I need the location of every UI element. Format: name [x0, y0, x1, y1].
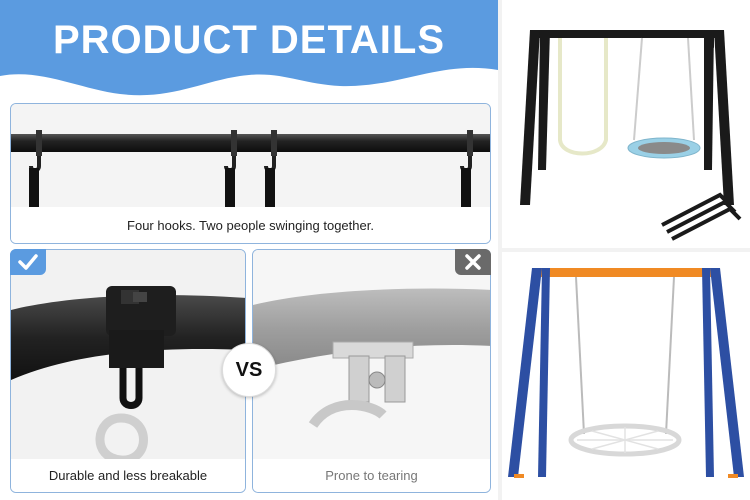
tearing-bracket-image: [253, 250, 490, 461]
close-icon: [465, 254, 481, 270]
tearing-panel: Prone to tearing: [252, 249, 491, 493]
check-badge: [10, 249, 46, 275]
banner: PRODUCT DETAILS: [0, 0, 498, 100]
durable-bracket-image: [11, 250, 245, 465]
x-badge: [455, 249, 491, 275]
vertical-divider: [498, 0, 502, 500]
durable-panel: Durable and less breakable: [10, 249, 246, 493]
black-frame-swing-image: [502, 0, 750, 248]
blue-frame-swing-image: [502, 252, 750, 500]
blue-frame-illustration: [508, 268, 744, 478]
banner-title: PRODUCT DETAILS: [52, 18, 446, 62]
black-frame-illustration: [520, 30, 742, 241]
product-details-infographic: PRODUCT DETAILS: [0, 0, 498, 493]
check-icon: [18, 254, 38, 270]
vs-badge: VS: [222, 343, 276, 397]
horizontal-divider: [502, 248, 750, 252]
hooks-panel: Four hooks. Two people swinging together…: [10, 103, 491, 244]
banner-wave: [0, 0, 498, 96]
hooks-caption: Four hooks. Two people swinging together…: [11, 207, 490, 243]
durable-caption: Durable and less breakable: [11, 459, 245, 492]
tearing-caption: Prone to tearing: [253, 459, 490, 492]
